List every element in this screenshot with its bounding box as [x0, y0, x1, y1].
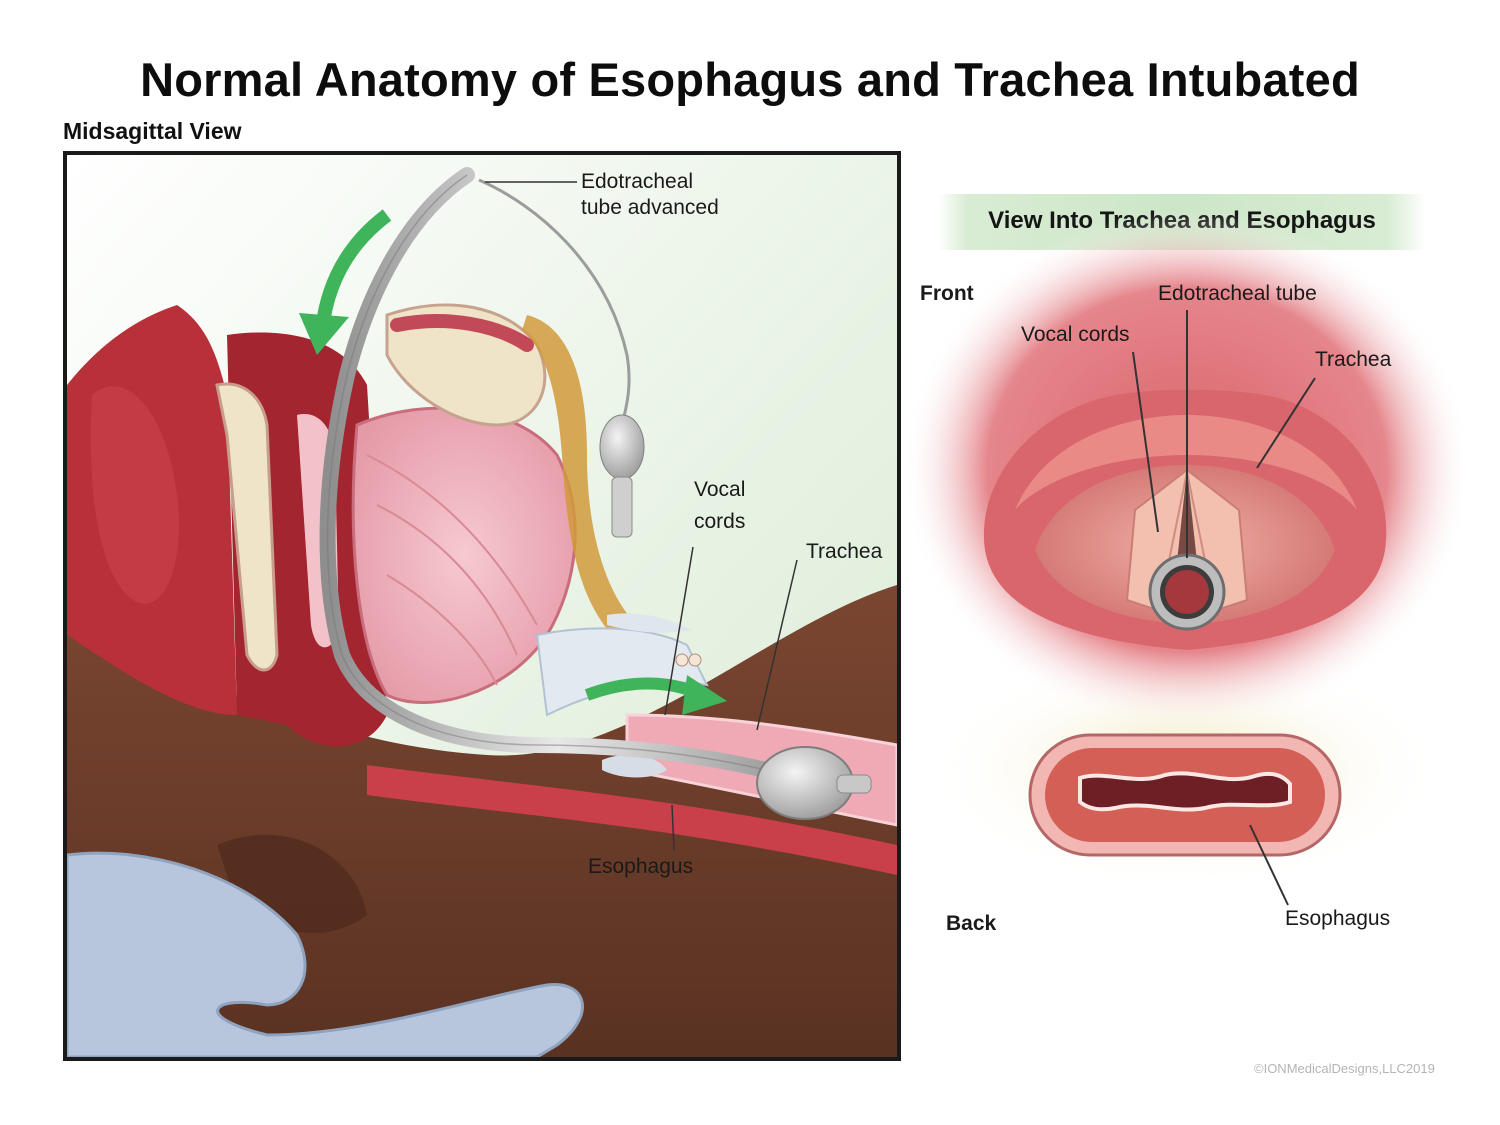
tube-label-line2: tube advanced — [581, 196, 719, 219]
valve-connector — [611, 476, 633, 538]
tongue-fibers — [366, 454, 538, 686]
tube-label-right: Edotracheal tube — [1158, 282, 1317, 305]
diagram-title: Normal Anatomy of Esophagus and Trachea … — [140, 53, 1360, 106]
epiglottis-cartilage — [535, 627, 709, 717]
arrow-forward-icon — [682, 675, 727, 715]
tube-lumen — [1165, 570, 1209, 614]
hyoid-bone — [607, 613, 692, 633]
arrow-down-icon — [299, 313, 349, 355]
chin-fat — [522, 315, 637, 635]
midsagittal-illustration-panel: Edotracheal tube advanced Vocal cords Tr… — [63, 151, 901, 1061]
leader-line-trachea — [756, 559, 798, 731]
copyright-notice: ©IONMedicalDesigns,LLC2019 — [1254, 1061, 1435, 1076]
cartilage-dot — [675, 653, 689, 667]
trachea-label-right: Trachea — [1315, 348, 1392, 371]
vocal-cords-label-line2: cords — [694, 510, 746, 533]
esophagus-label-right: Esophagus — [1285, 907, 1391, 930]
front-label: Front — [920, 282, 974, 305]
esophagus-lumen — [1078, 771, 1292, 812]
gloved-hand — [67, 851, 584, 1057]
midsagittal-illustration — [67, 155, 897, 1057]
tube-label-line1: Edotracheal — [581, 170, 694, 193]
trachea-label: Trachea — [806, 540, 883, 563]
cartilage-dot — [688, 653, 702, 667]
vertebra-column — [215, 382, 279, 672]
back-label: Back — [946, 912, 997, 935]
endotracheal-tube-outline — [326, 174, 788, 776]
airway-view-illustration — [905, 210, 1465, 906]
trachea-front-ring — [1015, 415, 1357, 510]
cricoid-cartilage — [602, 754, 667, 778]
vocal-cords-label-right: Vocal cords — [1021, 323, 1130, 346]
pilot-balloon — [599, 414, 645, 480]
tube-tip — [836, 774, 872, 794]
esophagus-channel — [367, 765, 897, 875]
leader-line-esophagus — [1249, 824, 1289, 906]
lip-highlight — [90, 386, 179, 604]
leader-line-trachea — [1256, 377, 1316, 469]
pilot-line — [478, 178, 631, 426]
leader-line-vocal-cords — [1132, 351, 1159, 533]
leader-line-vocal-cords — [664, 546, 694, 716]
midsagittal-view-heading: Midsagittal View — [63, 118, 242, 144]
leader-line-esophagus — [671, 804, 675, 851]
lip-muscle — [390, 314, 534, 352]
view-into-banner: View Into Trachea and Esophagus — [938, 194, 1426, 250]
esophagus-label: Esophagus — [588, 855, 694, 878]
vocal-cords-label-line1: Vocal — [694, 478, 746, 501]
